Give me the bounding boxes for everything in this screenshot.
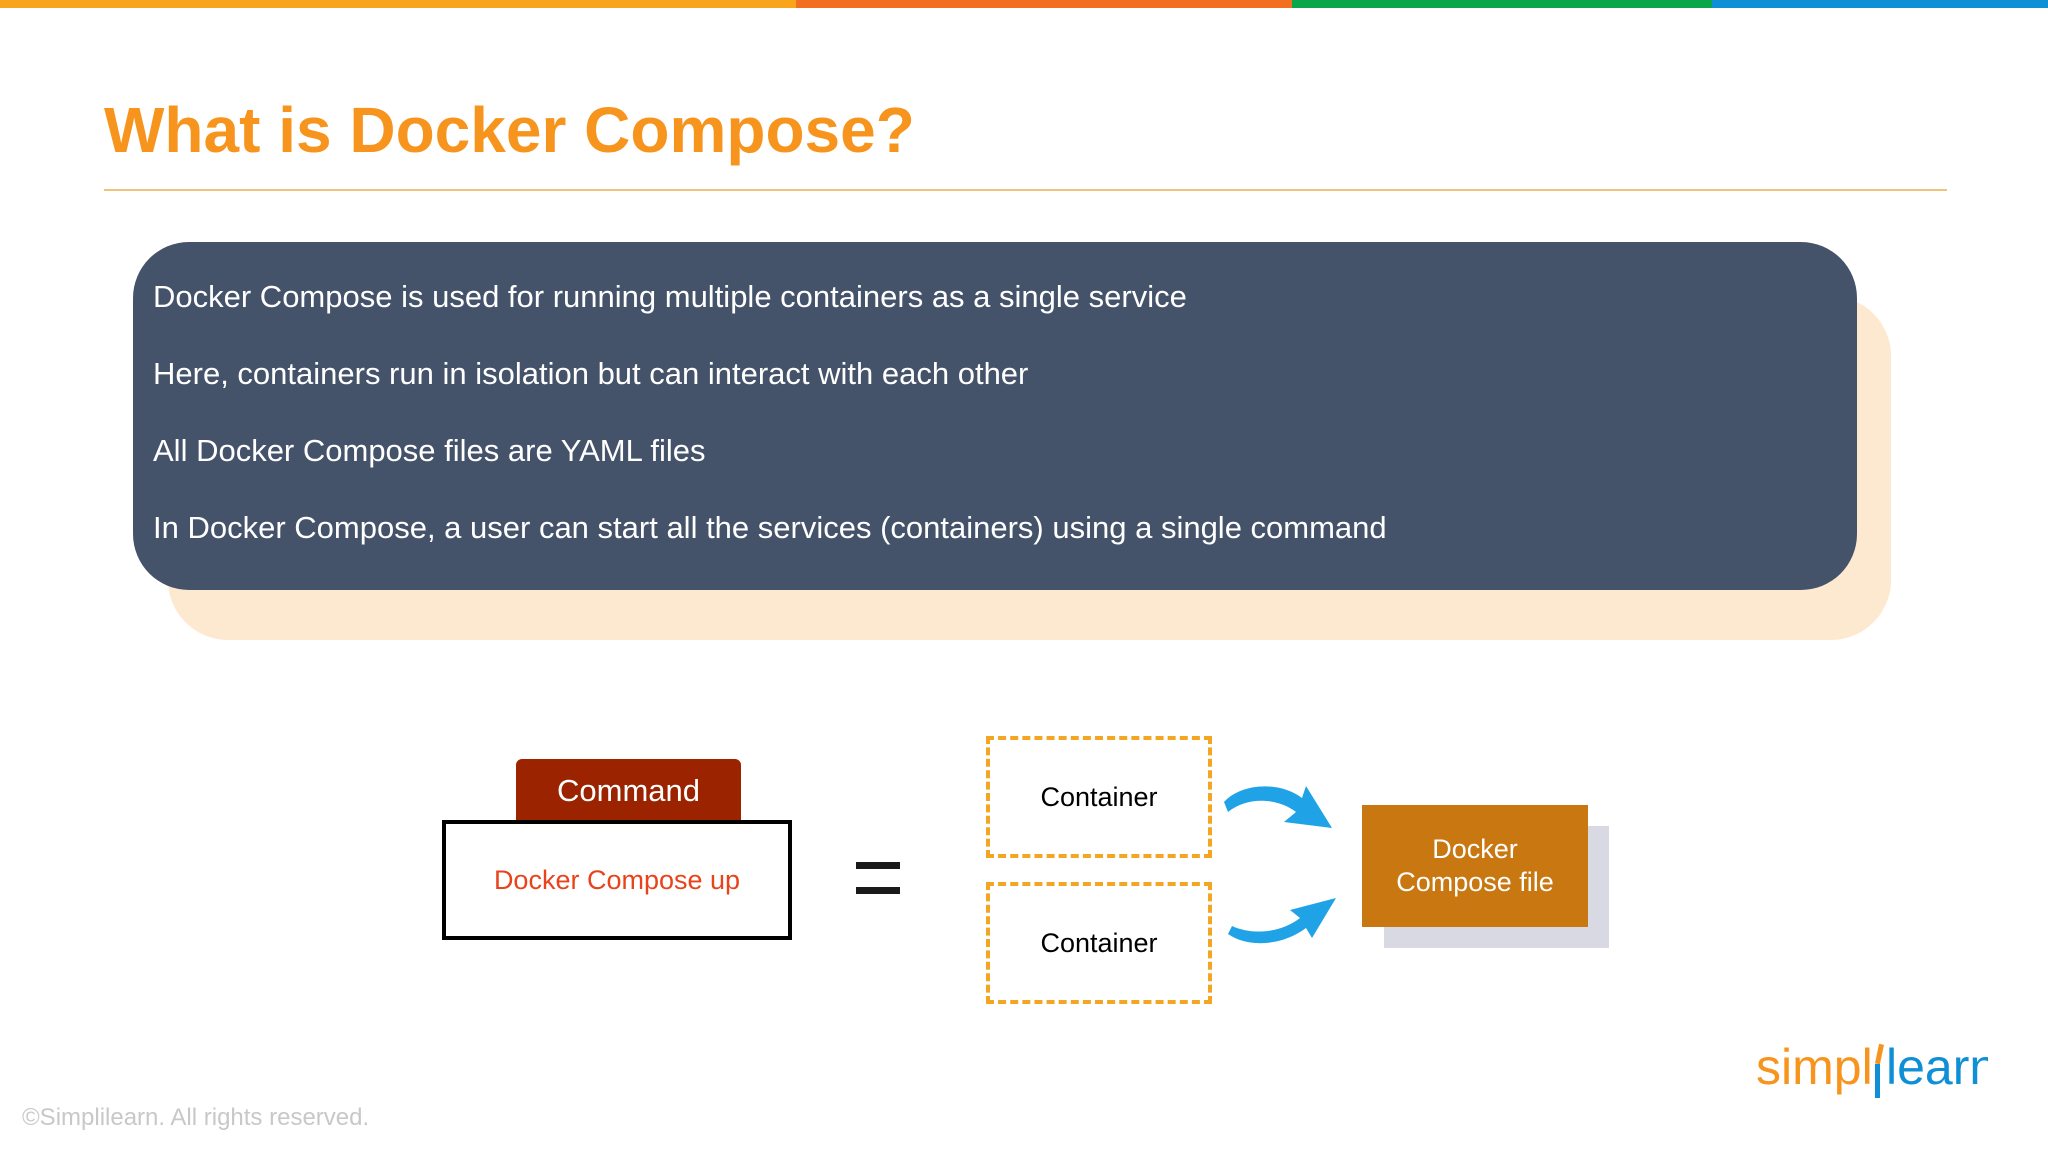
equals-bar-bottom <box>856 887 900 894</box>
svg-text:simpl: simpl <box>1756 1040 1873 1095</box>
title-divider <box>104 189 1947 191</box>
compose-file-label-line1: Docker <box>1432 834 1518 864</box>
bullet-item: • All Docker Compose files are YAML file… <box>103 431 706 471</box>
container-box: Container <box>986 882 1212 1004</box>
top-bar-segment-3 <box>1292 0 1712 8</box>
compose-file-label-line2: Compose file <box>1396 867 1554 897</box>
bullet-item: • In Docker Compose, a user can start al… <box>103 508 1387 548</box>
equals-bar-top <box>856 862 900 869</box>
bullet-text: All Docker Compose files are YAML files <box>153 433 706 468</box>
bullet-dot: • <box>103 436 113 466</box>
container-label: Container <box>1040 927 1158 958</box>
bullet-item: • Here, containers run in isolation but … <box>103 354 1029 394</box>
bullet-dot: • <box>103 359 113 389</box>
top-bar-segment-1 <box>0 0 796 8</box>
svg-text:learn: learn <box>1886 1040 1988 1095</box>
top-bar-segment-4 <box>1712 0 2048 8</box>
curved-arrow-icon <box>1224 786 1332 828</box>
curved-arrow-icon <box>1228 898 1336 944</box>
container-box: Container <box>986 736 1212 858</box>
bullet-panel <box>133 242 1857 590</box>
command-box: Docker Compose up <box>442 820 792 940</box>
equals-sign <box>856 862 900 894</box>
bullet-text: Here, containers run in isolation but ca… <box>153 356 1029 391</box>
bullet-dot: • <box>103 282 113 312</box>
top-color-bar <box>0 0 2048 8</box>
command-label: Command <box>516 759 741 823</box>
bullet-item: • Docker Compose is used for running mul… <box>103 277 1187 317</box>
slide-title: What is Docker Compose? <box>104 94 915 166</box>
container-label: Container <box>1040 781 1158 812</box>
copyright-notice: ©Simplilearn. All rights reserved. <box>22 1104 370 1131</box>
compose-file-box: Docker Compose file <box>1362 805 1588 927</box>
simplilearn-logo: simpl learn <box>1756 1040 1988 1098</box>
bullet-text: Docker Compose is used for running multi… <box>153 279 1187 314</box>
bullet-text: In Docker Compose, a user can start all … <box>153 510 1387 545</box>
bullet-dot: • <box>103 513 113 543</box>
top-bar-segment-2 <box>796 0 1292 8</box>
command-text: Docker Compose up <box>493 864 741 895</box>
